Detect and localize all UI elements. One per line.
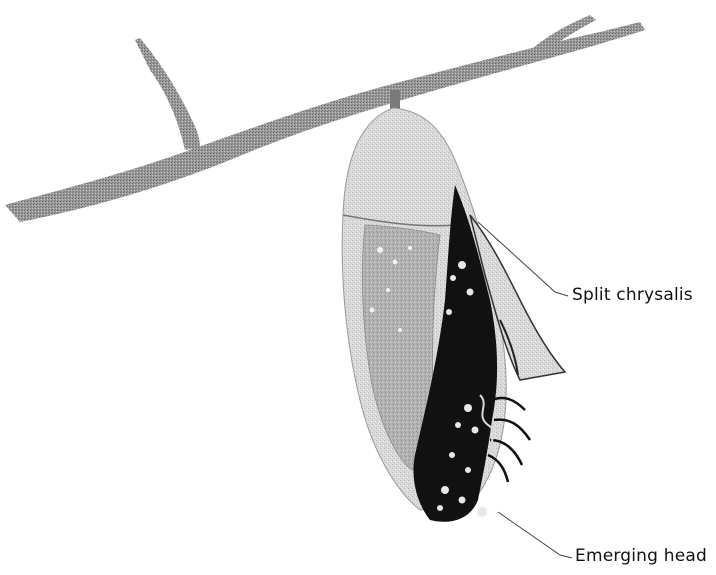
emerging-head-leader-line — [498, 512, 572, 558]
split-chrysalis-label: Split chrysalis — [572, 285, 693, 305]
twig — [5, 15, 645, 222]
emerging-head-label: Emerging head — [575, 546, 707, 566]
